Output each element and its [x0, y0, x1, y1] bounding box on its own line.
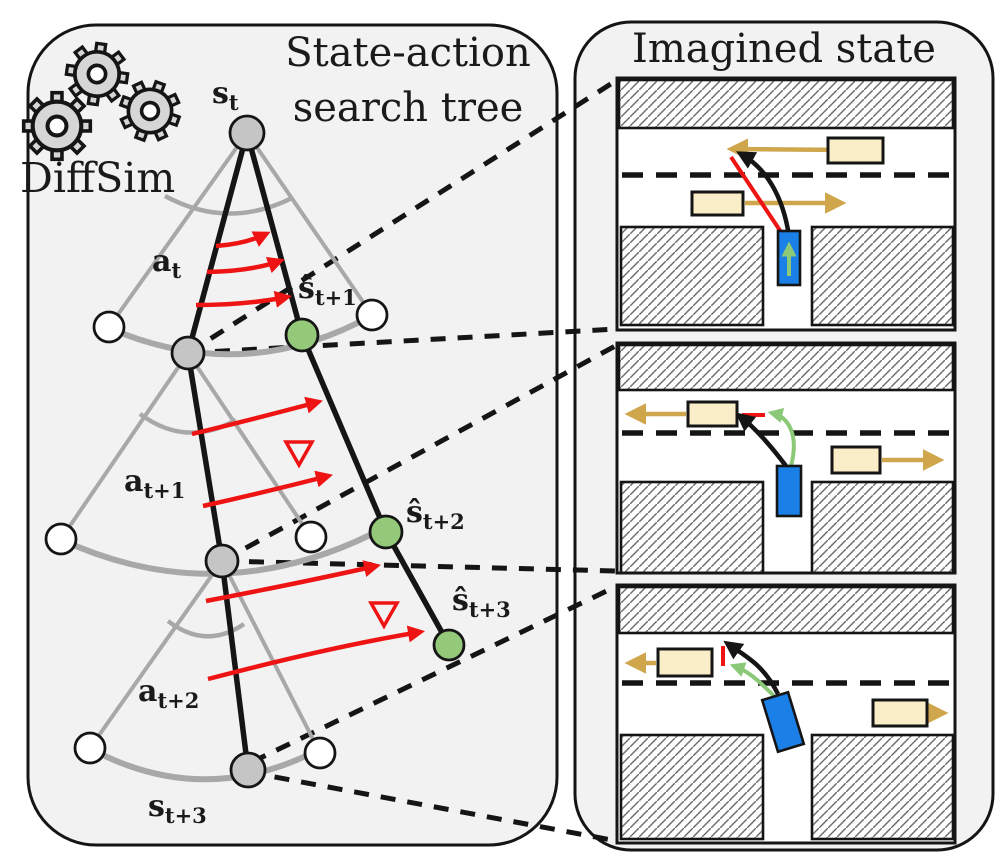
tree-node-unexplored [73, 731, 107, 765]
gradient-arrow [195, 290, 293, 308]
nabla-gradient-icon [283, 440, 315, 469]
connector-line [220, 342, 619, 564]
trajectory-arrow-black [723, 640, 781, 696]
gradient-refinement-arrows [191, 231, 426, 682]
imagined-scene-3 [615, 583, 957, 845]
tree-node-imagined-st3 [432, 628, 466, 662]
nabla-gradient-icon [368, 601, 400, 630]
tree-node-unexplored [294, 520, 328, 554]
tree-node-imagined-st2 [368, 514, 404, 550]
tree-node-imagined-st1 [284, 317, 320, 353]
building-block [617, 343, 955, 392]
npc-velocity-arrow [726, 138, 846, 160]
building-block [619, 733, 765, 841]
tree-node-state-st3 [229, 751, 267, 789]
refined-path-green [729, 662, 777, 699]
tree-node-root-st [228, 114, 266, 152]
npc-vehicle [826, 136, 885, 165]
gradient-arrow [191, 396, 323, 437]
building-block [619, 225, 765, 327]
building-block [619, 480, 765, 575]
ego-vehicle [760, 690, 806, 754]
refined-path-green [767, 408, 796, 467]
gradient-arrow [205, 560, 382, 604]
trajectory-arrow-black [735, 412, 788, 468]
gradient-arrow [206, 256, 285, 275]
tree-nodes [44, 114, 466, 789]
tree-node-unexplored [303, 736, 337, 770]
tree-node-state [170, 335, 206, 371]
tree-node-unexplored [44, 522, 78, 556]
gradient-arrow [202, 470, 333, 509]
building-block [617, 585, 955, 635]
tree-node-unexplored [92, 310, 126, 344]
connector-line [186, 77, 619, 356]
npc-vehicle [830, 445, 882, 475]
building-block [810, 225, 955, 327]
gradient-arrow [215, 231, 271, 249]
imagined-scene-2 [615, 341, 957, 575]
building-block [810, 480, 955, 575]
search-tree [44, 114, 466, 789]
npc-vehicle [656, 647, 714, 678]
unexplored-edges [59, 131, 374, 754]
building-block [810, 733, 955, 841]
trajectory-arrow-black [736, 151, 792, 237]
gradient-path-red [729, 155, 785, 237]
tree-node-state [204, 543, 240, 579]
imagined-scene-1 [615, 76, 957, 332]
gradient-arrow [207, 625, 426, 682]
building-block [617, 78, 955, 130]
connector-line [187, 326, 618, 356]
npc-vehicle [871, 698, 929, 728]
ego-vehicle [775, 464, 803, 518]
npc-vehicle [690, 190, 745, 217]
npc-vehicle [686, 400, 739, 428]
nabla-gradient-icons [283, 440, 400, 630]
tree-node-unexplored [355, 298, 389, 332]
connector-line [250, 583, 619, 765]
connector-line [247, 769, 618, 844]
